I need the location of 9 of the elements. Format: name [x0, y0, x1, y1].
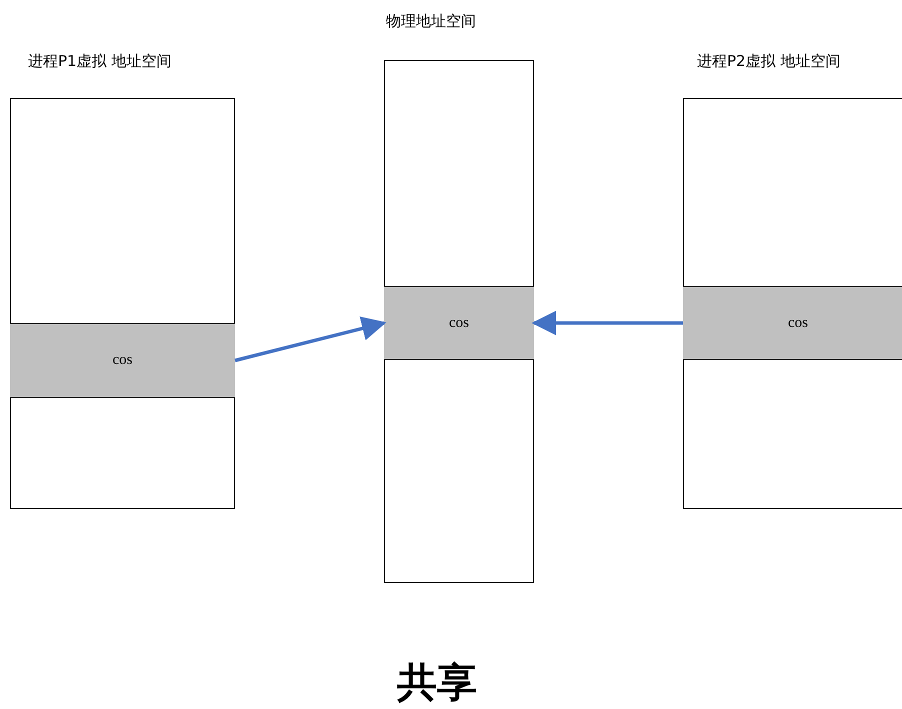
arrow	[234, 316, 386, 362]
column-heading: 物理地址空间	[386, 12, 476, 31]
column-heading: 进程P2虚拟 地址空间	[697, 52, 840, 71]
column-heading: 进程P1虚拟 地址空间	[28, 52, 172, 71]
caption: 共享	[396, 658, 478, 708]
arrow	[532, 310, 683, 336]
shared-segment: cos	[384, 286, 534, 360]
shared-segment: cos	[683, 286, 902, 360]
shared-segment: cos	[10, 323, 235, 398]
